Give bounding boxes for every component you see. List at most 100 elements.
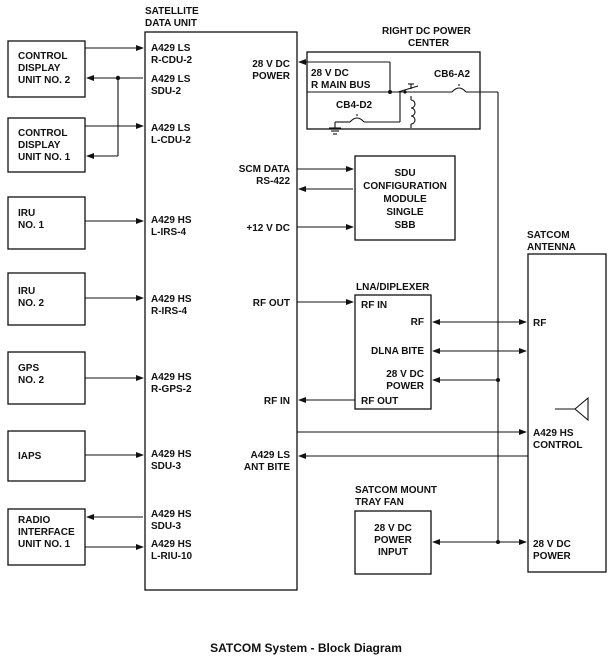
lna-port-rf-out: RF OUT bbox=[361, 396, 398, 407]
sdu-title-line-2: DATA UNIT bbox=[145, 18, 197, 29]
lna-port-power-line-2: POWER bbox=[386, 381, 425, 392]
breaker-cb6-a2-icon bbox=[451, 87, 467, 93]
antenna-element-icon bbox=[574, 396, 589, 422]
sdu-port-l-irs-4-type: A429 HS bbox=[151, 215, 192, 226]
lna-port-power-line-1: 28 V DC bbox=[386, 369, 424, 380]
iaps: IAPS bbox=[7, 430, 86, 482]
cdu1-label-line-1: CONTROL bbox=[18, 128, 67, 139]
lna-port-rf-in: RF IN bbox=[361, 300, 387, 311]
cdu1-label-line-2: DISPLAY bbox=[18, 140, 61, 151]
riu1-label-line-2: INTERFACE bbox=[18, 527, 75, 538]
junction-main-bus-power bbox=[388, 90, 392, 94]
fan-port-line-2: POWER bbox=[374, 535, 413, 546]
fan-port-line-3: INPUT bbox=[378, 547, 408, 558]
iru2-label-line-1: IRU bbox=[18, 286, 35, 297]
lna-title: LNA/DIPLEXER bbox=[356, 282, 430, 293]
breaker-cb6-a2-label: CB6-A2 bbox=[434, 69, 471, 80]
sdu-port-scm-data-line-1: SCM DATA bbox=[239, 164, 290, 175]
cdu2-label-line-3: UNIT NO. 2 bbox=[18, 75, 71, 86]
sdu-port-sdu-2-type: A429 LS bbox=[151, 74, 191, 85]
satcom-mount-tray-fan: SATCOM MOUNT TRAY FAN 28 V DC POWER INPU… bbox=[354, 485, 500, 575]
iru2-label-line-2: NO. 2 bbox=[18, 298, 45, 309]
control-display-unit-2: CONTROL DISPLAY UNIT NO. 2 bbox=[7, 40, 86, 98]
sdu-port-r-irs-4: R-IRS-4 bbox=[151, 306, 188, 317]
scm-label-line-1: SDU bbox=[394, 168, 415, 179]
sdu-port-riu-sdu-3-type: A429 HS bbox=[151, 509, 192, 520]
cdu1-label-line-3: UNIT NO. 1 bbox=[18, 152, 71, 163]
fan-title-line-2: TRAY FAN bbox=[355, 497, 404, 508]
fan-title-line-1: SATCOM MOUNT bbox=[355, 485, 437, 496]
power-bus-line-1: 28 V DC bbox=[311, 68, 349, 79]
sdu-port-power-line-2: POWER bbox=[252, 71, 291, 82]
lna-port-rf: RF bbox=[411, 317, 424, 328]
sdu-port-iaps-sdu-3-type: A429 HS bbox=[151, 449, 192, 460]
sdu-port-r-irs-4-type: A429 HS bbox=[151, 294, 192, 305]
relay-contact-icon bbox=[397, 85, 419, 93]
antenna-port-power-line-1: 28 V DC bbox=[533, 539, 571, 550]
sdu-port-r-gps-2-type: A429 HS bbox=[151, 372, 192, 383]
sdu-title-line-1: SATELLITE bbox=[145, 6, 199, 17]
power-bus-line-2: R MAIN BUS bbox=[311, 80, 371, 91]
control-display-unit-1: CONTROL DISPLAY UNIT NO. 1 bbox=[7, 117, 86, 173]
sdu-box bbox=[144, 31, 298, 591]
cdu2-label-line-2: DISPLAY bbox=[18, 63, 61, 74]
junction-28v-lna bbox=[496, 378, 500, 382]
antenna-title-line-1: SATCOM bbox=[527, 230, 570, 241]
sdu-port-r-cdu-2-type: A429 LS bbox=[151, 43, 191, 54]
sdu-port-rf-out: RF OUT bbox=[253, 298, 290, 309]
junction-sdu2-bus bbox=[115, 75, 121, 81]
diagram-caption: SATCOM System - Block Diagram bbox=[210, 641, 402, 655]
scm-box bbox=[354, 155, 456, 241]
antenna-port-control-line-2: CONTROL bbox=[533, 440, 582, 451]
power-center-title-line-2: CENTER bbox=[408, 38, 450, 49]
sdu-port-sdu-2: SDU-2 bbox=[151, 86, 181, 97]
sdu-port-r-cdu-2: R-CDU-2 bbox=[151, 55, 193, 66]
satcom-antenna: SATCOM ANTENNA RF A429 HS CONTROL 28 V D… bbox=[297, 230, 607, 573]
sdu-port-ant-bite-line-2: ANT BITE bbox=[244, 462, 290, 473]
riu1-label-line-1: RADIO bbox=[18, 515, 50, 526]
breaker-cb4-d2-label: CB4-D2 bbox=[336, 100, 373, 111]
sdu-port-riu-sdu-3: SDU-3 bbox=[151, 521, 181, 532]
sdu-port-l-irs-4: L-IRS-4 bbox=[151, 227, 186, 238]
breaker-cb4-d2-icon bbox=[349, 117, 365, 123]
satellite-data-unit: SATELLITE DATA UNIT A429 LS R-CDU-2 A429… bbox=[144, 6, 298, 591]
radio-interface-unit-1: RADIO INTERFACE UNIT NO. 1 bbox=[7, 508, 86, 566]
antenna-port-power-line-2: POWER bbox=[533, 551, 572, 562]
fan-box bbox=[354, 510, 432, 575]
sdu-port-l-riu-10: L-RIU-10 bbox=[151, 551, 193, 562]
cdu2-label-line-1: CONTROL bbox=[18, 51, 67, 62]
relay-coil-icon bbox=[410, 99, 416, 125]
scm-label-line-5: SBB bbox=[394, 220, 415, 231]
sdu-port-ant-bite-line-1: A429 LS bbox=[251, 450, 291, 461]
gps2-label-line-2: NO. 2 bbox=[18, 375, 45, 386]
lna-diplexer: LNA/DIPLEXER RF IN RF DLNA BITE 28 V DC … bbox=[297, 282, 527, 410]
sdu-port-r-gps-2: R-GPS-2 bbox=[151, 384, 192, 395]
junction-28v-fan bbox=[496, 540, 500, 544]
iru-2: IRU NO. 2 bbox=[7, 272, 86, 326]
antenna-box bbox=[527, 253, 607, 573]
power-center-box bbox=[306, 51, 481, 130]
scm-label-line-4: SINGLE bbox=[386, 207, 424, 218]
sdu-port-power-line-1: 28 V DC bbox=[252, 59, 290, 70]
sdu-port-scm-data-line-2: RS-422 bbox=[256, 176, 290, 187]
iru1-label-line-2: NO. 1 bbox=[18, 220, 45, 231]
scm-label-line-3: MODULE bbox=[383, 194, 427, 205]
sdu-port-l-cdu-2: L-CDU-2 bbox=[151, 135, 191, 146]
sdu-port-l-riu-10-type: A429 HS bbox=[151, 539, 192, 550]
riu1-label-line-3: UNIT NO. 1 bbox=[18, 539, 71, 550]
relay-contact-point bbox=[403, 90, 407, 94]
antenna-title-line-2: ANTENNA bbox=[527, 242, 576, 253]
power-center-title-line-1: RIGHT DC POWER bbox=[382, 26, 472, 37]
sdu-port-rf-in: RF IN bbox=[264, 396, 290, 407]
left-connections bbox=[85, 45, 144, 550]
antenna-port-control-line-1: A429 HS bbox=[533, 428, 574, 439]
iaps-label: IAPS bbox=[18, 451, 42, 462]
iru-1: IRU NO. 1 bbox=[7, 196, 86, 250]
lna-port-dlna-bite: DLNA BITE bbox=[371, 346, 424, 357]
scm-label-line-2: CONFIGURATION bbox=[363, 181, 447, 192]
lna-box bbox=[354, 294, 432, 410]
iru1-label-line-1: IRU bbox=[18, 208, 35, 219]
sdu-configuration-module: SDU CONFIGURATION MODULE SINGLE SBB bbox=[297, 155, 456, 241]
fan-port-line-1: 28 V DC bbox=[374, 523, 412, 534]
gps-2: GPS NO. 2 bbox=[7, 351, 86, 405]
